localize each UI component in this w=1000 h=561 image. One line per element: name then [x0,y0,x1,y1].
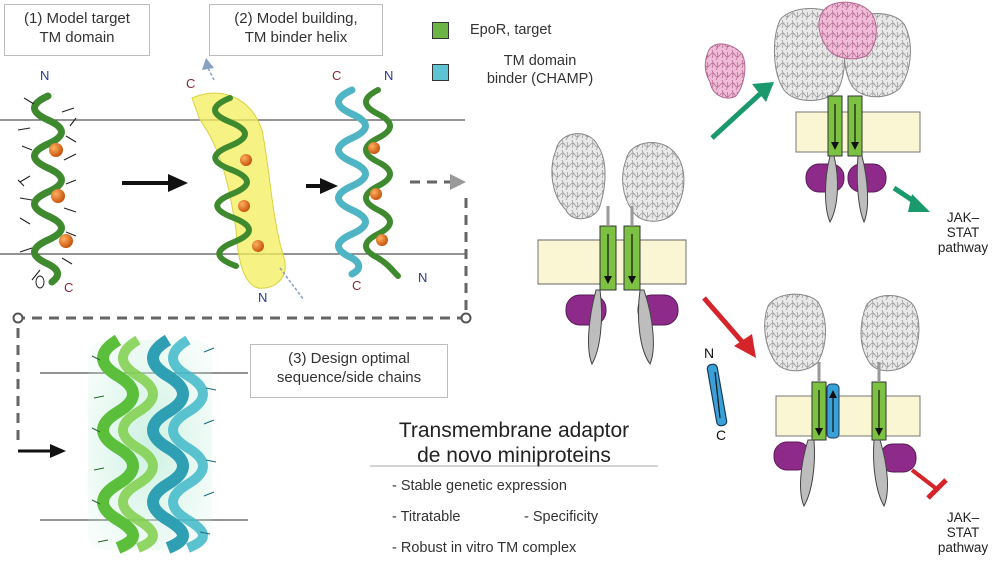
legend-binder-line1: TM domain [503,53,577,69]
helix3-c-top: C [332,68,341,83]
pathway-activated-l3: pathway [937,240,989,255]
step2-label: (2) Model building, TM binder helix [209,4,383,56]
feature-stable-expression: - Stable genetic expression [392,478,567,494]
step1-line1: (1) Model target [24,10,130,27]
helix1-n-terminus: N [40,68,49,83]
pathway-inhibited-l2: STAT [946,525,980,540]
champ-free-helix [706,363,728,427]
helix3-n-bottom: N [418,270,427,285]
feature-specificity: - Specificity [524,509,599,525]
helix1-c-terminus: C [64,280,73,295]
champ-c-terminus: C [716,427,726,443]
connector-node-right [460,312,472,324]
activation-arrow-pathway [892,185,930,212]
target-tm-helix-model [17,92,77,289]
step2-line2: TM binder helix [244,29,348,46]
legend-binder-swatch [432,64,449,81]
epor-dimer-inhibited [764,293,921,508]
legend-binder-label: TM domain binder (CHAMP) [470,52,610,88]
dashed-arrowhead [450,174,466,190]
workflow-dashed-connector [16,180,468,446]
step1-line2: TM domain [39,29,115,46]
helix3-c-bottom: C [352,278,361,293]
pathway-inhibited-label: JAK– STAT pathway [932,510,994,555]
legend-target-swatch [432,22,449,39]
step1-label: (1) Model target TM domain [4,4,150,56]
epor-dimer-activated [773,1,921,224]
pathway-activated-l2: STAT [946,225,980,240]
helix2-c-terminus: C [186,76,195,91]
adaptor-title-line2: de novo miniproteins [417,444,611,467]
epo-ligand-bound [818,1,877,60]
designed-tm-bundle [88,334,217,554]
adaptor-title-line1: Transmembrane adaptor [398,419,630,442]
activation-arrow-epo [710,82,774,140]
workflow-arrow-2 [306,178,338,194]
legend-target-label: EpoR, target [470,22,552,38]
helix3-n-top: N [384,68,393,83]
pathway-activated-l1: JAK– [946,210,980,225]
workflow-arrow-3 [18,444,66,458]
inhibition-bar-pathway [910,468,948,500]
epor-dimer-resting [537,133,687,366]
step2-line1: (2) Model building, [234,10,358,27]
target-binder-helix-pair [335,86,401,279]
step3-label: (3) Design optimal sequence/side chains [250,344,448,398]
legend-binder-line2: binder (CHAMP) [486,71,594,87]
step3-line1: (3) Design optimal [288,350,410,367]
feature-titratable: - Titratable [392,509,461,525]
step3-line2: sequence/side chains [276,369,422,386]
epo-ligand-free [704,43,746,99]
pathway-inhibited-l1: JAK– [946,510,980,525]
feature-robust-complex: - Robust in vitro TM complex [392,540,577,556]
champ-n-terminus: N [704,345,714,361]
connector-node-left [12,312,24,324]
adaptor-title: Transmembrane adaptor de novo miniprotei… [370,418,658,468]
binder-backbone-model [191,58,305,301]
pathway-inhibited-l3: pathway [937,540,989,555]
workflow-arrow-1 [122,174,188,192]
pathway-activated-label: JAK– STAT pathway [932,210,994,255]
helix2-n-terminus: N [258,290,267,305]
champ-addition-arrow [702,296,756,358]
